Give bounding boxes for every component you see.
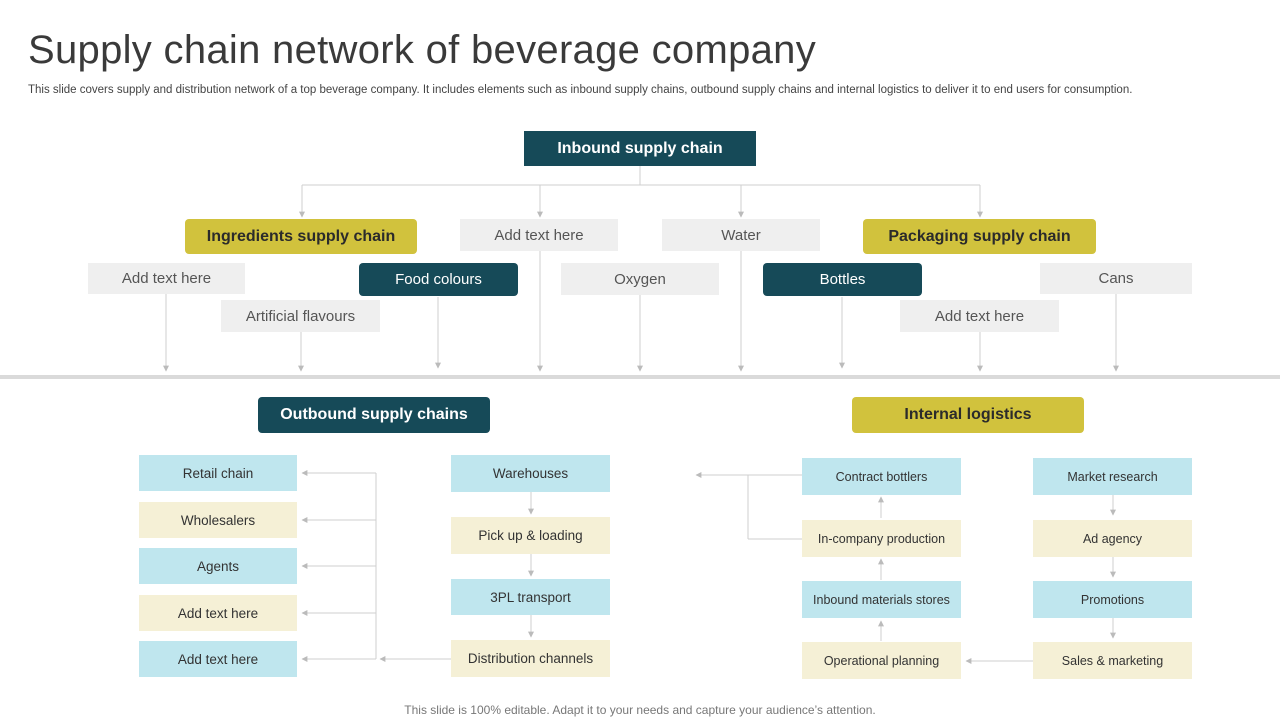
- retail-chain-box: Retail chain: [139, 455, 297, 491]
- add-text-box-2: Add text here: [88, 263, 245, 294]
- add-text-box-1: Add text here: [460, 219, 618, 251]
- add-text-box-4: Add text here: [139, 595, 297, 631]
- section-divider: [0, 375, 1280, 379]
- outbound-supply-chains-heading: Outbound supply chains: [258, 397, 490, 433]
- water-box: Water: [662, 219, 820, 251]
- pick-up-loading-box: Pick up & loading: [451, 517, 610, 554]
- distribution-channels-box: Distribution channels: [451, 640, 610, 677]
- operational-planning-box: Operational planning: [802, 642, 961, 679]
- ingredients-supply-chain-box: Ingredients supply chain: [185, 219, 417, 254]
- promotions-box: Promotions: [1033, 581, 1192, 618]
- sales-marketing-box: Sales & marketing: [1033, 642, 1192, 679]
- cans-box: Cans: [1040, 263, 1192, 294]
- inbound-materials-stores-box: Inbound materials stores: [802, 581, 961, 618]
- wholesalers-box: Wholesalers: [139, 502, 297, 538]
- footer-note: This slide is 100% editable. Adapt it to…: [404, 703, 876, 717]
- add-text-box-3: Add text here: [900, 300, 1059, 332]
- artificial-flavours-box: Artificial flavours: [221, 300, 380, 332]
- bottles-box: Bottles: [763, 263, 922, 296]
- in-company-production-box: In-company production: [802, 520, 961, 557]
- agents-box: Agents: [139, 548, 297, 584]
- page-subtitle: This slide covers supply and distributio…: [28, 84, 1133, 96]
- contract-bottlers-box: Contract bottlers: [802, 458, 961, 495]
- oxygen-box: Oxygen: [561, 263, 719, 295]
- packaging-supply-chain-box: Packaging supply chain: [863, 219, 1096, 254]
- food-colours-box: Food colours: [359, 263, 518, 296]
- add-text-box-5: Add text here: [139, 641, 297, 677]
- market-research-box: Market research: [1033, 458, 1192, 495]
- warehouses-box: Warehouses: [451, 455, 610, 492]
- page-title: Supply chain network of beverage company: [28, 28, 817, 72]
- 3pl-transport-box: 3PL transport: [451, 579, 610, 615]
- internal-logistics-heading: Internal logistics: [852, 397, 1084, 433]
- ad-agency-box: Ad agency: [1033, 520, 1192, 557]
- inbound-supply-chain-heading: Inbound supply chain: [524, 131, 756, 166]
